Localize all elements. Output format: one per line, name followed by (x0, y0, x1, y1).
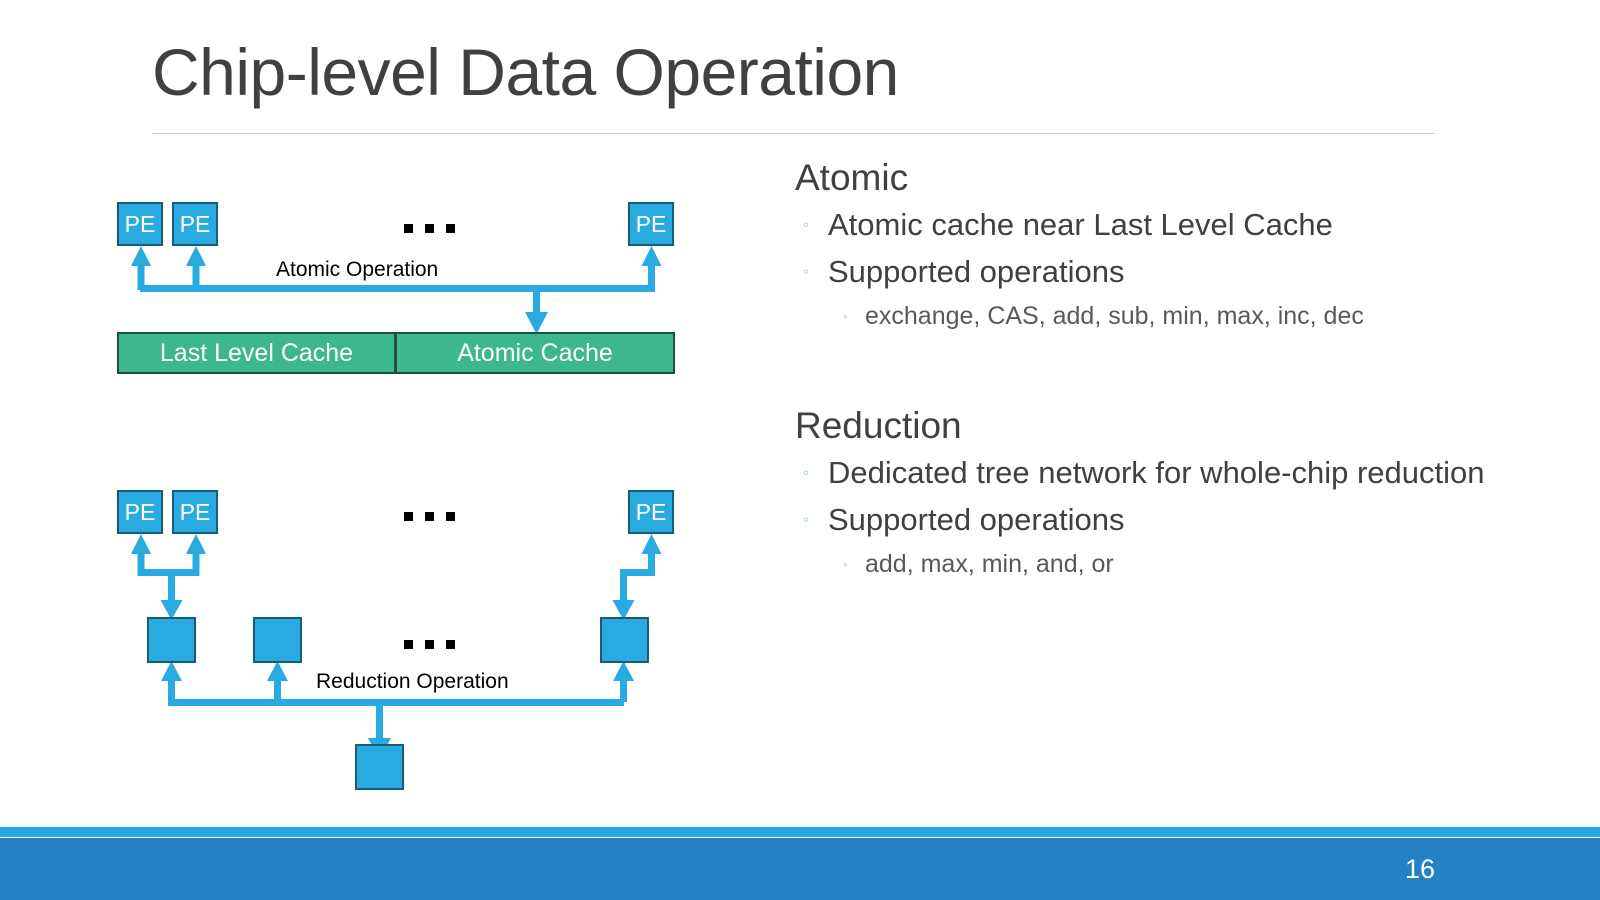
list-item: ◦ Supported operations (795, 252, 1485, 292)
footer-bar (0, 838, 1600, 900)
reduction-pe-node-3: PE (628, 490, 674, 534)
atomic-operation-diagram: PE PE PE Atomic Operation Last Level Cac… (0, 0, 760, 400)
list-item: ◦ Atomic cache near Last Level Cache (795, 205, 1485, 245)
last-level-cache-block: Last Level Cache (117, 332, 396, 374)
atomic-cache-block: Atomic Cache (395, 332, 675, 374)
bullet-marker-icon: ◦ (843, 308, 848, 324)
bullet-marker-icon: ◦ (803, 262, 810, 281)
bullet-marker-icon: ◦ (803, 215, 810, 234)
page-number: 16 (1404, 853, 1435, 884)
section-heading-reduction: Reduction (795, 405, 962, 446)
node-label: PE (179, 210, 211, 237)
reduction-ellipsis-top (404, 500, 467, 521)
list-item-label: Dedicated tree network for whole-chip re… (828, 455, 1485, 490)
page-title: Chip-level Data Operation (152, 35, 899, 109)
reduction-wires (131, 534, 662, 760)
bullet-marker-icon: ◦ (803, 510, 810, 529)
content-column: Atomic ◦ Atomic cache near Last Level Ca… (795, 155, 1485, 587)
cache-label: Last Level Cache (159, 338, 354, 367)
list-item-label: Atomic cache near Last Level Cache (828, 207, 1333, 242)
reduction-operation-label: Reduction Operation (316, 670, 509, 693)
reduction-root-node (355, 744, 404, 790)
list-item-label: Supported operations (828, 254, 1125, 289)
node-label: PE (635, 498, 667, 525)
reduction-switch-node-2 (253, 617, 302, 663)
list-item: ◦ exchange, CAS, add, sub, min, max, inc… (795, 299, 1485, 333)
atomic-pe-node-2: PE (172, 202, 218, 246)
footer-accent-strip (0, 827, 1600, 837)
list-item-label: Supported operations (828, 502, 1125, 537)
reduction-operation-diagram: PE PE PE Reduction Operation (0, 0, 760, 900)
atomic-wires (131, 246, 662, 334)
list-item: ◦ add, max, min, and, or (795, 547, 1485, 581)
list-item-label: exchange, CAS, add, sub, min, max, inc, … (865, 302, 1364, 330)
atomic-pe-node-1: PE (117, 202, 163, 246)
section-spacer (795, 339, 1485, 403)
reduction-pe-node-1: PE (117, 490, 163, 534)
reduction-switch-node-3 (600, 617, 649, 663)
reduction-switch-node-1 (147, 617, 196, 663)
atomic-operation-label: Atomic Operation (276, 258, 439, 281)
reduction-pe-node-2: PE (172, 490, 218, 534)
section-heading-atomic: Atomic (795, 157, 909, 198)
cache-label: Atomic Cache (457, 338, 613, 367)
node-label: PE (124, 210, 156, 237)
reduction-ellipsis-mid (404, 628, 467, 649)
list-item: ◦ Supported operations (795, 500, 1485, 540)
list-item-label: add, max, min, and, or (865, 550, 1114, 578)
node-label: PE (179, 498, 211, 525)
title-divider (152, 133, 1435, 134)
atomic-pe-node-3: PE (628, 202, 674, 246)
bullet-marker-icon: ◦ (843, 556, 848, 572)
list-item: ◦ Dedicated tree network for whole-chip … (795, 453, 1485, 493)
node-label: PE (635, 210, 667, 237)
bullet-marker-icon: ◦ (803, 463, 810, 482)
node-label: PE (124, 498, 156, 525)
atomic-ellipsis (404, 212, 467, 233)
